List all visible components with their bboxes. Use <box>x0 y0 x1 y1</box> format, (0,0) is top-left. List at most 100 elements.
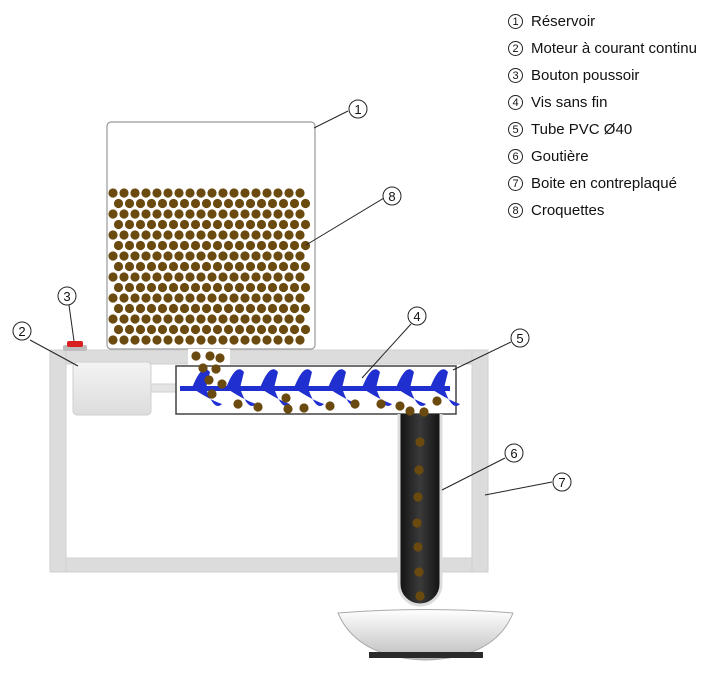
kibble <box>119 230 129 240</box>
kibble <box>245 219 256 230</box>
kibble <box>204 375 214 385</box>
kibble <box>414 567 424 577</box>
kibble <box>119 335 129 345</box>
kibble <box>284 293 294 303</box>
kibble <box>174 230 184 240</box>
callout-8: 8 <box>382 186 402 206</box>
kibble <box>300 198 311 209</box>
screw-flight <box>328 369 358 406</box>
kibble <box>207 335 217 345</box>
kibble <box>168 219 179 230</box>
kibble <box>119 293 129 303</box>
kibble <box>168 303 179 314</box>
kibble <box>163 335 173 345</box>
kibble <box>130 251 140 261</box>
legend-item: 7 Boite en contreplaqué <box>508 170 697 197</box>
kibble <box>124 324 135 335</box>
kibble <box>223 324 234 335</box>
svg-text:4: 4 <box>413 309 420 324</box>
kibble <box>267 219 278 230</box>
kibble <box>278 219 289 230</box>
kibble <box>141 188 151 198</box>
kibble <box>141 314 151 324</box>
legend-number: 5 <box>508 122 523 137</box>
screw-flight <box>396 369 426 406</box>
kibble <box>413 492 423 502</box>
legend-label: Vis sans fin <box>531 94 608 111</box>
kibble <box>295 251 305 261</box>
kibble <box>253 402 263 412</box>
kibble <box>273 230 283 240</box>
kibble <box>240 272 250 282</box>
kibble <box>124 240 135 251</box>
kibble <box>146 282 157 293</box>
screw-flight <box>260 369 290 406</box>
kibble <box>223 282 234 293</box>
kibble <box>141 335 151 345</box>
kibble <box>281 393 291 403</box>
kibble <box>218 230 228 240</box>
kibble <box>179 219 190 230</box>
push-button <box>63 341 87 351</box>
kibble <box>185 230 195 240</box>
kibble <box>415 437 425 447</box>
kibble <box>130 293 140 303</box>
kibble <box>251 272 261 282</box>
kibble <box>273 188 283 198</box>
kibble <box>130 209 140 219</box>
kibble <box>135 324 146 335</box>
legend-number: 4 <box>508 95 523 110</box>
kibble <box>201 198 212 209</box>
kibble <box>207 314 217 324</box>
kibble <box>201 303 212 314</box>
plywood-box <box>49 349 489 573</box>
kibble <box>207 230 217 240</box>
legend-number: 3 <box>508 68 523 83</box>
kibble <box>201 261 212 272</box>
kibble <box>152 293 162 303</box>
kibble <box>185 272 195 282</box>
kibble <box>273 314 283 324</box>
kibble <box>229 230 239 240</box>
kibble <box>267 282 278 293</box>
kibble <box>108 272 118 282</box>
legend-label: Boite en contreplaqué <box>531 175 677 192</box>
dc-motor <box>72 361 180 416</box>
legend-item: 8 Croquettes <box>508 197 697 224</box>
kibble <box>190 324 201 335</box>
kibble <box>278 303 289 314</box>
kibble <box>212 198 223 209</box>
kibble <box>135 303 146 314</box>
callout-5: 5 <box>510 328 530 348</box>
kibble <box>179 198 190 209</box>
kibble <box>212 303 223 314</box>
kibble <box>218 209 228 219</box>
kibble <box>135 282 146 293</box>
kibble <box>135 219 146 230</box>
kibble <box>256 198 267 209</box>
kibble <box>190 219 201 230</box>
kibble <box>223 240 234 251</box>
callout-3: 3 <box>57 286 77 306</box>
kibble <box>119 188 129 198</box>
kibble <box>174 293 184 303</box>
kibble <box>240 209 250 219</box>
kibble <box>245 324 256 335</box>
kibble <box>284 209 294 219</box>
kibble <box>284 188 294 198</box>
legend-number: 1 <box>508 14 523 29</box>
kibble <box>267 324 278 335</box>
kibble <box>201 282 212 293</box>
kibble <box>413 542 423 552</box>
kibble <box>218 251 228 261</box>
screw-flight <box>226 369 256 406</box>
kibble <box>212 261 223 272</box>
kibble <box>108 188 118 198</box>
kibble <box>273 272 283 282</box>
kibble <box>240 293 250 303</box>
kibble <box>168 261 179 272</box>
kibble <box>245 261 256 272</box>
callout-6: 6 <box>504 443 524 463</box>
kibble <box>157 282 168 293</box>
kibble <box>278 240 289 251</box>
